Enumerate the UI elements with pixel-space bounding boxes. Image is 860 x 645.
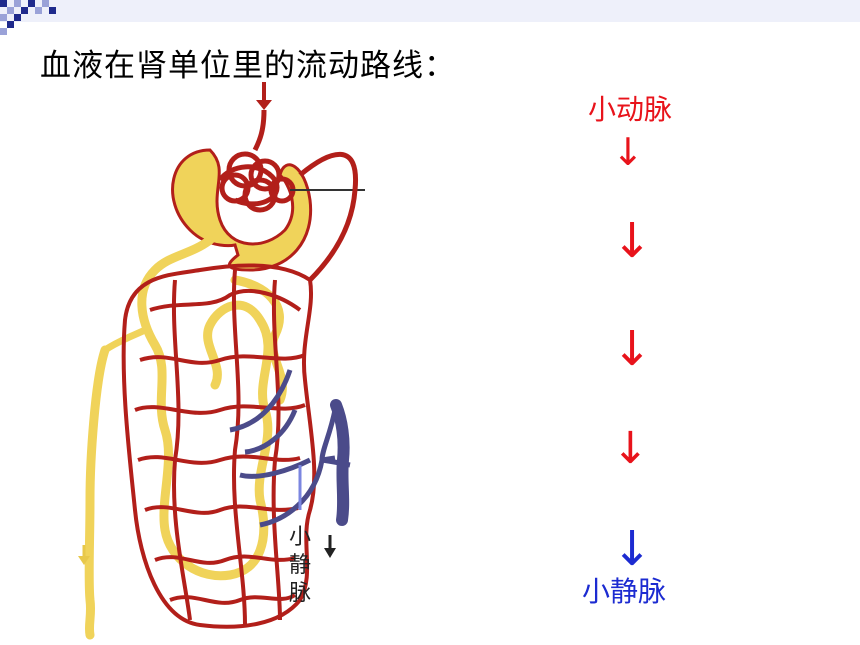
flow-arrow: ↓ (612, 213, 653, 269)
small-vein (324, 399, 350, 558)
page-title: 血液在肾单位里的流动路线： (40, 48, 456, 84)
vein-label-char: 静 (288, 553, 311, 578)
glomerulus (217, 109, 365, 213)
venule-network (229, 369, 351, 528)
flow-arrow: ↓ (612, 521, 653, 577)
corner-decoration (0, 0, 860, 35)
flow-arrow: ↓ (612, 130, 644, 174)
flow-arrow: ↓ (612, 321, 653, 377)
inflow-arrow (256, 82, 272, 110)
nephron-diagram (78, 82, 365, 640)
renal-tubule (84, 235, 287, 640)
vein-label: 小 静 脉 (287, 524, 313, 608)
efferent-arteriole (298, 151, 359, 282)
capillary-network (121, 263, 317, 629)
urine-outflow-arrow (78, 545, 90, 565)
vein-label-char: 小 (288, 525, 311, 550)
flow-start-label: 小动脉 (588, 93, 673, 126)
vein-label-char: 脉 (288, 581, 311, 606)
flow-end-label: 小静脉 (582, 575, 667, 608)
flow-arrow: ↓ (612, 423, 649, 474)
